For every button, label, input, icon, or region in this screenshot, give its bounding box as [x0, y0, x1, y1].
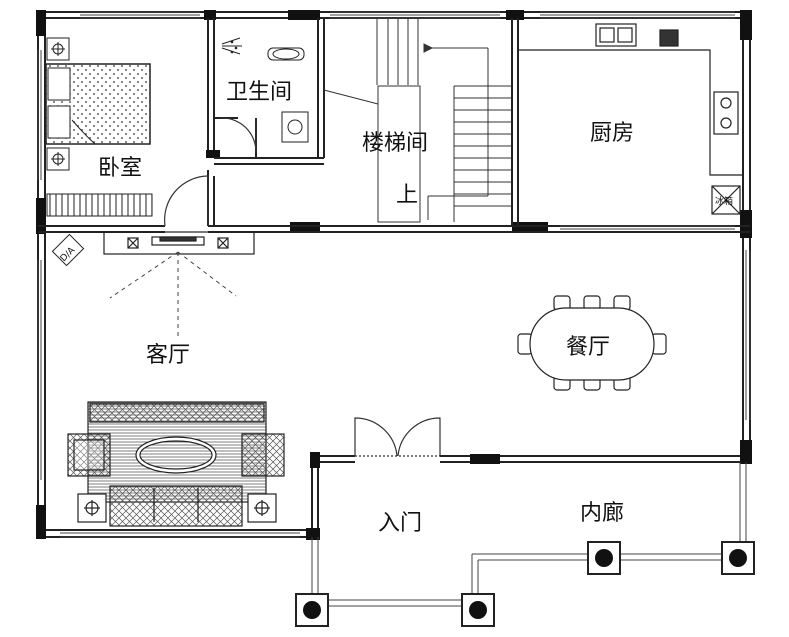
sofa-set — [67, 401, 285, 527]
bathroom-fixtures — [221, 37, 309, 143]
pillow-bottom — [47, 105, 71, 139]
tv-cabinet — [103, 231, 255, 255]
main-sofa — [109, 485, 243, 527]
bedroom-label: 卧室 — [98, 156, 142, 181]
fridge — [711, 185, 741, 215]
stairs — [323, 18, 512, 223]
toilet-bowl — [272, 48, 300, 60]
porch-columns — [295, 541, 755, 627]
entrance-label: 入门 — [378, 511, 422, 536]
fridge-label: 冰箱 — [715, 195, 733, 207]
kitchen-fixtures — [518, 23, 743, 215]
tv-view-lines — [109, 251, 237, 336]
door-swings — [163, 117, 441, 457]
corridor-label: 内廊 — [580, 501, 624, 526]
windows — [37, 11, 751, 538]
stairwell-label: 楼梯间 — [362, 131, 428, 156]
bathroom-label: 卫生间 — [226, 80, 292, 105]
stair-up-label: 上 — [396, 183, 418, 208]
cutting-board — [659, 29, 679, 47]
porch-railing — [311, 462, 747, 607]
kitchen-label: 厨房 — [590, 121, 634, 146]
shower-spray — [221, 37, 242, 55]
toilet-tank — [267, 47, 305, 61]
living-room-label: 客厅 — [146, 343, 190, 368]
wardrobe — [46, 193, 153, 217]
bedroom-furniture — [45, 37, 153, 217]
dining-room-label: 餐厅 — [566, 335, 610, 360]
ac-unit-icon — [51, 233, 85, 267]
dining-table — [529, 307, 655, 381]
stove — [713, 91, 739, 135]
sink — [281, 111, 309, 143]
dining-set — [517, 295, 667, 391]
armchair-left — [67, 433, 111, 477]
armchair-right — [241, 433, 285, 477]
kitchen-sink — [595, 23, 637, 47]
pillow-top — [47, 67, 71, 101]
